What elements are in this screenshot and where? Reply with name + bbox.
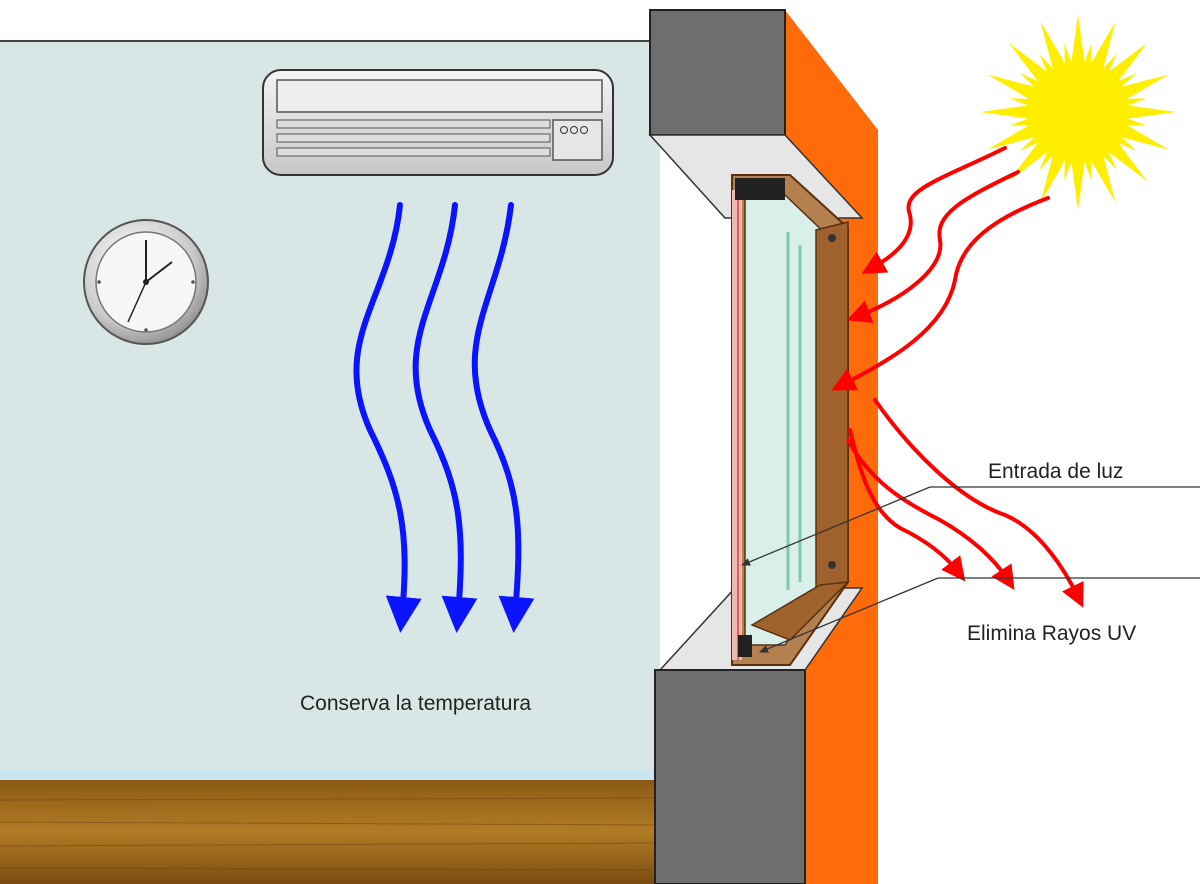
incoming-heat-arrows xyxy=(831,146,1050,391)
wall-clock-icon xyxy=(83,219,209,345)
deflected-heat-arrows xyxy=(846,398,1084,608)
temperature-label: Conserva la temperatura xyxy=(300,692,531,715)
heat-arrow-3 xyxy=(831,196,1050,391)
heat-arrow-2 xyxy=(846,170,1020,323)
cool-air-arrow-1 xyxy=(353,202,422,633)
sill-front xyxy=(654,669,806,884)
cool-air-arrows xyxy=(353,202,535,633)
deflected-arrow-1 xyxy=(848,428,966,582)
cool-air-arrow-2 xyxy=(412,202,478,633)
wooden-floor xyxy=(0,780,660,884)
leader-lines xyxy=(741,486,1200,653)
deflected-arrow-3 xyxy=(873,398,1084,608)
deflected-arrow-2 xyxy=(846,438,1015,591)
cool-air-arrow-3 xyxy=(471,202,535,633)
heat-arrow-1 xyxy=(861,146,1007,274)
light-entry-label: Entrada de luz xyxy=(988,460,1123,483)
sun-icon xyxy=(980,14,1176,210)
lintel-front xyxy=(649,9,786,136)
air-conditioner-icon xyxy=(262,69,614,176)
uv-leader-line xyxy=(759,577,1200,653)
window-frame-icon xyxy=(731,174,851,666)
light-leader-line xyxy=(741,486,1200,566)
uv-block-label: Elimina Rayos UV xyxy=(967,622,1136,645)
floor-grain xyxy=(0,797,661,871)
baseboard xyxy=(0,770,660,780)
